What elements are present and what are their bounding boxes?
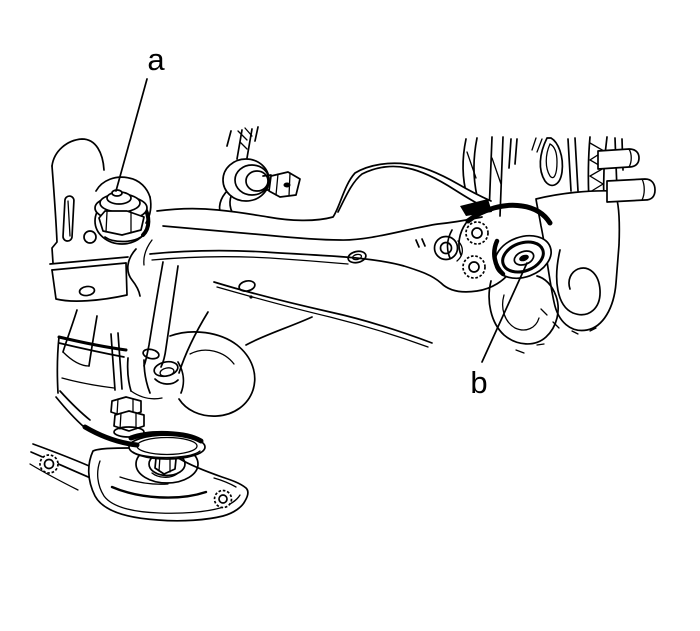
flanged-nut <box>462 255 486 279</box>
subframe-leg <box>143 261 179 368</box>
wheel-studs <box>597 148 656 203</box>
arm-fasteners <box>433 221 489 279</box>
control-arm-bottom-edge <box>149 249 513 293</box>
knuckle-lower-hook <box>488 275 559 345</box>
front-bushing-pot <box>169 331 256 417</box>
callout-a-label: a <box>147 42 165 77</box>
ball-joint-stud <box>111 189 123 197</box>
bushing-center <box>519 254 529 262</box>
wheel-stud <box>597 148 640 170</box>
arm-hole <box>347 250 367 264</box>
ball-joint <box>94 189 151 245</box>
arm-hole <box>238 279 256 293</box>
plate-bolt <box>213 489 233 509</box>
stabilizer-link <box>218 126 301 218</box>
wheel-stud <box>606 178 656 203</box>
callouts: a b <box>115 42 528 400</box>
bolt-head <box>433 235 459 261</box>
callout-a-leader-line <box>115 78 148 192</box>
rear-bushing <box>446 202 559 354</box>
subframe-front-bracket <box>49 138 152 367</box>
callout-b-label: b <box>470 365 487 400</box>
caliper-mount-hole <box>539 137 564 187</box>
subframe-lower <box>29 311 256 522</box>
control-arm-face <box>150 163 512 292</box>
callout-b-leader-line <box>481 262 528 363</box>
flanged-nut <box>465 221 489 245</box>
control-arm-top-edge <box>156 162 492 222</box>
